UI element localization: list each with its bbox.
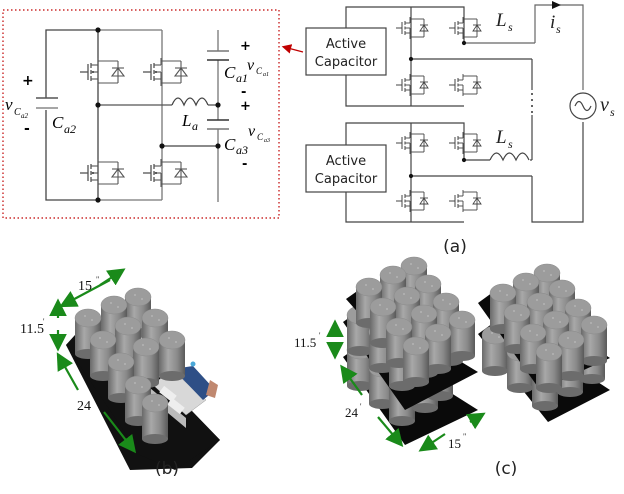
- vca2-minus: -: [24, 121, 30, 137]
- panel-c-stack-2: [478, 263, 610, 422]
- inductor-la-icon: [171, 97, 209, 107]
- vca2-plus: +: [22, 73, 34, 89]
- vca1-plus: +: [240, 39, 251, 54]
- active-capacitor-block-label: Capacitor: [315, 55, 378, 70]
- vca1-c: C: [256, 66, 263, 76]
- panel-b-rendering: [66, 287, 220, 470]
- mosfet-diode-icon: [448, 73, 482, 97]
- capacitor-cylinder: [402, 336, 430, 388]
- vs-label-sub: s: [610, 105, 615, 119]
- vca1-v: v: [247, 57, 255, 74]
- junction-nodes: [95, 27, 221, 203]
- vca1-minus: -: [241, 85, 246, 100]
- mosfet-diode-icon: [79, 57, 125, 87]
- vs-label-main: v: [600, 94, 609, 116]
- mosfet-diode-icon: [79, 158, 125, 188]
- ls-label-sub: s: [508, 137, 513, 151]
- panel-c-width-unit: ": [463, 432, 466, 441]
- capacitor-cylinder: [448, 310, 476, 362]
- panel-c-stack-1: [343, 256, 478, 445]
- mosfet-diode-icon: [448, 131, 482, 155]
- vca3-plus: +: [240, 99, 251, 114]
- caption-c: (c): [495, 459, 518, 479]
- is-label-sub: s: [556, 22, 561, 36]
- panel-c-length-label: 24: [345, 405, 359, 420]
- caption-a: (a): [443, 237, 467, 257]
- vca2-v: v: [5, 95, 13, 114]
- active-capacitor-block-label: Active: [326, 154, 366, 169]
- is-label-main: i: [550, 12, 555, 33]
- cascaded-system: Active Capacitor Active Capacitor L s L …: [305, 1, 615, 223]
- mosfet-diode-icon: [395, 16, 429, 40]
- ca3-label-main: C: [224, 135, 236, 154]
- panel-c-width-label: 15: [448, 436, 461, 451]
- vca2-c: C: [14, 107, 21, 118]
- mosfet-diode-icon: [448, 189, 482, 213]
- pointer-arrow-icon: [281, 44, 304, 54]
- mosfet-diode-icon: [142, 57, 188, 87]
- inductor-ls-icon: [489, 152, 530, 162]
- vca3-v: v: [248, 123, 256, 140]
- panel-c-height-unit: ': [319, 331, 321, 340]
- ls-label-sub: s: [508, 20, 513, 34]
- la-label-sub: a: [192, 119, 198, 133]
- panel-b-dimension-arrows: [49, 268, 137, 454]
- panel-b-width-label: 15: [78, 279, 92, 294]
- vca2-sub: a2: [21, 112, 29, 120]
- panel-b-height-label: 11.5: [20, 322, 44, 337]
- capacitor-cylinder: [141, 393, 169, 445]
- panel-c-height-label: 11.5: [294, 335, 316, 350]
- sine-wave-icon: [574, 100, 592, 112]
- panel-b-width-unit: ": [96, 275, 99, 284]
- ca2-label-main: C: [52, 113, 64, 132]
- active-capacitor-block: [305, 27, 387, 76]
- vca3-c: C: [257, 132, 264, 142]
- mosfet-diode-icon: [395, 73, 429, 97]
- caption-b: (b): [155, 459, 179, 479]
- la-label-main: L: [181, 111, 191, 130]
- vca3-sub: a3: [264, 138, 270, 144]
- current-arrow-icon: [552, 1, 561, 9]
- active-capacitor-detail: + v C a2 - C a2 L a + C a1 v C a1 - + v …: [2, 9, 280, 219]
- capacitor-cylinder: [535, 342, 563, 394]
- ca3-label-sub: a3: [236, 143, 248, 157]
- vca1-sub: a1: [263, 72, 269, 78]
- capacitor-cylinder: [158, 330, 186, 382]
- vca3-minus: -: [242, 157, 247, 172]
- capacitor-cylinder: [580, 315, 608, 367]
- detail-wires: [45, 29, 219, 202]
- highlight-box: [2, 9, 280, 219]
- panel-b-length-unit: ": [93, 395, 96, 404]
- ellipsis-dots: [531, 93, 533, 113]
- mosfet-diode-icon: [142, 158, 188, 188]
- mosfet-diode-icon: [395, 131, 429, 155]
- panel-c-length-unit: ': [360, 402, 362, 411]
- active-capacitor-block-label: Active: [326, 37, 366, 52]
- ls-label-main: L: [495, 10, 507, 31]
- active-capacitor-block-label: Capacitor: [315, 172, 378, 187]
- ca1-label-sub: a1: [236, 71, 248, 85]
- mosfet-diode-icon: [395, 189, 429, 213]
- panel-c-dimension-arrows: [326, 319, 486, 452]
- ls-label-main: L: [495, 127, 507, 148]
- ca2-label-sub: a2: [64, 122, 76, 136]
- mosfet-diode-icon: [448, 16, 482, 40]
- panel-b-length-label: 24: [77, 399, 91, 414]
- ca1-label-main: C: [224, 63, 236, 82]
- panel-b-height-unit: ': [43, 317, 45, 326]
- active-capacitor-block: [305, 144, 387, 193]
